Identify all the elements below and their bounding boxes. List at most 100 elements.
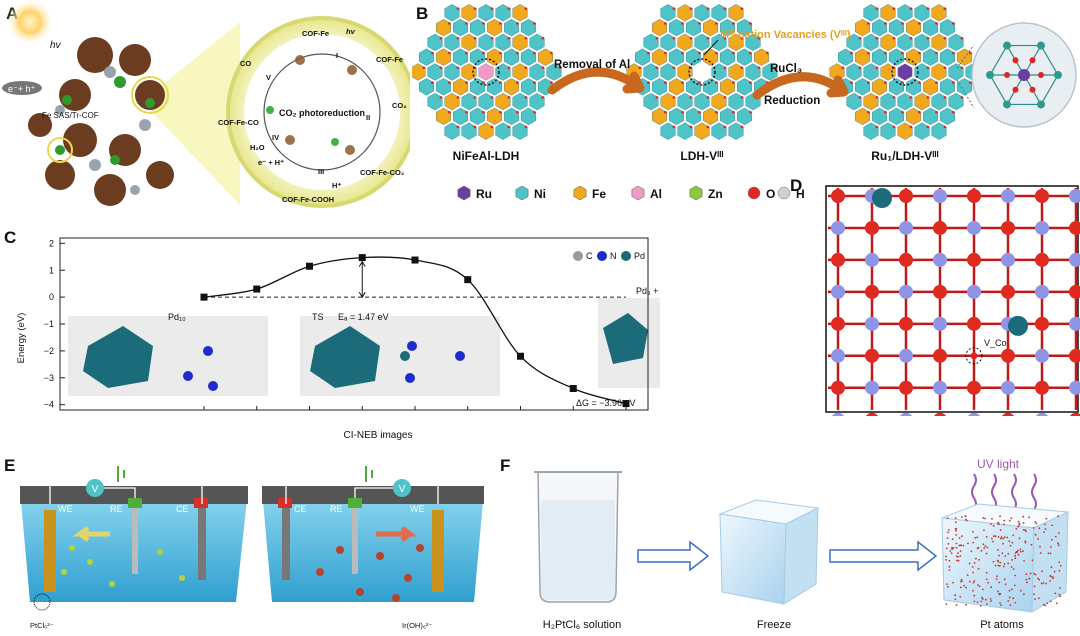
co-atom bbox=[899, 349, 913, 363]
data-point bbox=[570, 385, 577, 392]
ni-octahedron bbox=[445, 64, 460, 81]
ni-octahedron bbox=[513, 123, 528, 140]
fe-octahedron bbox=[669, 78, 684, 95]
pd-atom bbox=[1008, 316, 1028, 336]
ni-octahedron bbox=[419, 78, 434, 95]
svg-text:Fe: Fe bbox=[592, 187, 606, 201]
eh-label: e⁻+ h⁺ bbox=[8, 84, 36, 94]
ni-octahedron bbox=[915, 123, 930, 140]
energy-profile-chart: Energy (eV) CI-NEB images 210−1−2−3−4 Pd… bbox=[0, 228, 660, 450]
fe-octahedron bbox=[436, 108, 451, 125]
fe-octahedron bbox=[496, 93, 511, 110]
fe-octahedron bbox=[462, 4, 477, 21]
ni-octahedron bbox=[678, 123, 693, 140]
arrow-removal-icon bbox=[552, 72, 640, 90]
watermark: 大数跨境 bbox=[72, 603, 144, 624]
panel-e: E V WE RE CE PtCl₆² bbox=[0, 452, 488, 636]
ni-octahedron bbox=[737, 49, 752, 66]
pt-cube-icon bbox=[942, 504, 1068, 612]
panel-d: D V_Co bbox=[790, 176, 1080, 416]
svg-text:Pd: Pd bbox=[634, 251, 645, 261]
co-atom bbox=[831, 349, 845, 363]
cycle-step-hv: hv bbox=[346, 27, 356, 36]
o-atom bbox=[831, 253, 845, 267]
svg-text:CE: CE bbox=[294, 504, 307, 514]
fe-octahedron bbox=[504, 78, 519, 95]
svg-text:I: I bbox=[336, 51, 338, 60]
ni-octahedron bbox=[479, 93, 494, 110]
ni-octahedron bbox=[932, 123, 947, 140]
annot-pd10: Pd₁₀ bbox=[168, 312, 186, 322]
ni-octahedron bbox=[644, 93, 659, 110]
fe-octahedron bbox=[915, 93, 930, 110]
o-atom bbox=[831, 381, 845, 395]
lattice-ru1-ldh bbox=[830, 4, 981, 139]
y-tick-label: 1 bbox=[49, 265, 54, 275]
ni-octahedron bbox=[428, 64, 443, 81]
ni-octahedron bbox=[838, 49, 853, 66]
ni-octahedron bbox=[898, 93, 913, 110]
ni-octahedron bbox=[746, 64, 761, 81]
fe-octahedron bbox=[906, 19, 921, 36]
ni-octahedron bbox=[889, 108, 904, 125]
y-tick-label: −1 bbox=[44, 319, 54, 329]
o-atom bbox=[899, 317, 913, 331]
ni-octahedron bbox=[470, 49, 485, 66]
ni-octahedron bbox=[669, 49, 684, 66]
fe-octahedron bbox=[855, 49, 870, 66]
ni-octahedron bbox=[470, 108, 485, 125]
co-atom bbox=[1001, 189, 1015, 203]
svg-text:Ru: Ru bbox=[476, 187, 492, 201]
name-ru1-ldh: Ru₁/LDH-Vᴵᴵᴵ bbox=[871, 149, 938, 163]
fe-octahedron bbox=[412, 64, 425, 81]
name-ldh-v: LDH-Vᴵᴵᴵ bbox=[680, 149, 723, 163]
o-atom bbox=[1069, 413, 1080, 416]
svg-text:V: V bbox=[266, 73, 271, 82]
structure-pd10-icon bbox=[68, 316, 268, 396]
ni-octahedron bbox=[949, 34, 964, 51]
fe-octahedron bbox=[661, 93, 676, 110]
ni-octahedron bbox=[737, 78, 752, 95]
ni-octahedron bbox=[521, 49, 536, 66]
svg-text:IV: IV bbox=[272, 133, 279, 142]
lattice-nifeal bbox=[412, 4, 561, 139]
ni-octahedron bbox=[881, 123, 896, 140]
ni-octahedron bbox=[661, 34, 676, 51]
ni-octahedron bbox=[898, 4, 913, 21]
co-atom bbox=[899, 221, 913, 235]
fe-octahedron bbox=[729, 4, 744, 21]
svg-text:II: II bbox=[366, 113, 370, 122]
fe-octahedron bbox=[906, 108, 921, 125]
co-atom bbox=[865, 253, 879, 267]
ni-octahedron bbox=[712, 4, 727, 21]
co-atom bbox=[967, 285, 981, 299]
x-axis-label: CI-NEB images bbox=[344, 430, 413, 441]
ni-octahedron bbox=[479, 4, 494, 21]
legend-n: N bbox=[597, 251, 617, 261]
ni-octahedron bbox=[872, 108, 887, 125]
co-atom bbox=[933, 381, 947, 395]
pd-atom bbox=[872, 188, 892, 208]
svg-text:WE: WE bbox=[410, 504, 425, 514]
cycle-step-co: CO bbox=[240, 59, 251, 68]
svg-text:PtCl₆²⁻: PtCl₆²⁻ bbox=[30, 621, 54, 630]
svg-text:O: O bbox=[766, 187, 775, 201]
ni-octahedron bbox=[847, 64, 862, 81]
lattice-frame bbox=[826, 186, 1078, 412]
ni-octahedron bbox=[949, 64, 964, 81]
legend-zn: Zn bbox=[690, 186, 723, 201]
annot-dg: ΔG = −3.96 eV bbox=[576, 398, 636, 408]
svg-text:RE: RE bbox=[110, 504, 123, 514]
svg-text:Zn: Zn bbox=[708, 187, 723, 201]
o-atom bbox=[899, 253, 913, 267]
data-point bbox=[412, 257, 419, 264]
caption-solution: H₂PtCl₆ solution bbox=[543, 619, 621, 631]
co-atom bbox=[933, 317, 947, 331]
cycle-step-h2o: H₂O bbox=[250, 143, 265, 152]
ni-octahedron bbox=[453, 49, 468, 66]
lattice-ldh-v bbox=[627, 4, 778, 139]
step-reduction-label: Reduction bbox=[764, 95, 820, 107]
svg-text:N: N bbox=[610, 251, 617, 261]
o-atom bbox=[1035, 381, 1049, 395]
ni-octahedron bbox=[695, 4, 710, 21]
